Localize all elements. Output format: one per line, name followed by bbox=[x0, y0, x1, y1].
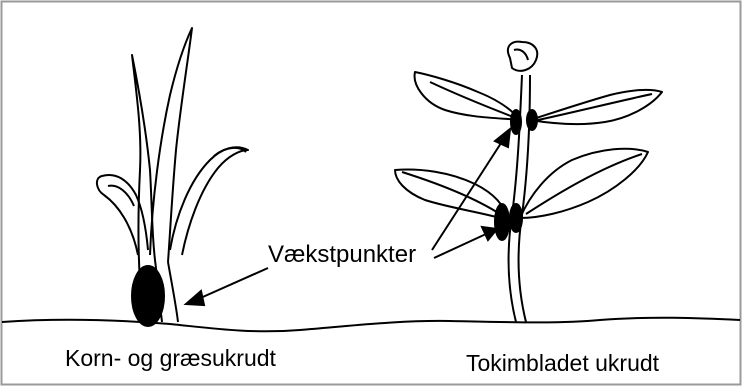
grass-stem-inner bbox=[168, 262, 178, 322]
grass-weeds-caption: Korn- og græsukrudt bbox=[65, 347, 276, 370]
dicot-leaf-upper-right-vein bbox=[538, 94, 652, 120]
dicot-growth-point-lower-right bbox=[510, 204, 522, 232]
dicot-growth-point-lower-left bbox=[495, 204, 509, 240]
dicot-weeds-caption: Tokimbladet ukrudt bbox=[466, 352, 659, 375]
dicot-growth-point-upper-left bbox=[511, 110, 521, 134]
grass-leaf-curl-left bbox=[97, 175, 148, 255]
arrow-grass-line bbox=[196, 268, 268, 300]
dicot-leaf-lower-left-vein bbox=[402, 172, 506, 218]
dicot-bud bbox=[508, 42, 537, 71]
dicot-leaf-upper-left-vein bbox=[430, 82, 516, 118]
dicot-leaf-lower-right-vein bbox=[526, 154, 642, 214]
arrow-dicot-lower-line bbox=[434, 234, 486, 258]
dicot-plant-drawing bbox=[395, 42, 662, 322]
grass-growth-point bbox=[132, 266, 164, 326]
dicot-leaf-lower-left bbox=[395, 170, 508, 220]
growth-points-label: Vækstpunkter bbox=[268, 243, 416, 267]
grass-leaf-right bbox=[170, 147, 248, 255]
ground-line bbox=[2, 318, 740, 332]
grass-plant-drawing bbox=[97, 28, 248, 326]
grass-leaf-central bbox=[150, 28, 192, 262]
dicot-bud-detail bbox=[514, 49, 528, 60]
pointer-arrows bbox=[186, 129, 510, 305]
arrow-dicot-upper-head bbox=[495, 129, 510, 147]
arrow-dicot-lower-head bbox=[482, 227, 497, 240]
dicot-growth-point-upper-right bbox=[527, 110, 537, 130]
arrow-grass-head bbox=[186, 291, 204, 305]
